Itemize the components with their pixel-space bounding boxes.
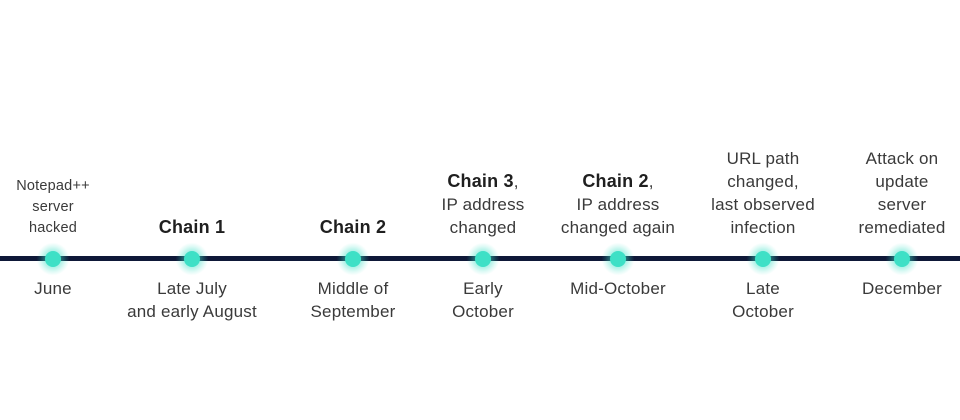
- event-date: Middle of September: [243, 277, 463, 323]
- event-title: Notepad++ server hacked: [0, 176, 163, 239]
- event-title-line: Notepad++: [16, 178, 90, 194]
- timeline-event-chain-1: Chain 1 Late July and early August: [82, 0, 302, 420]
- event-title: Chain 3, IP address changed: [373, 170, 593, 239]
- timeline-event-chain-2: Chain 2 Middle of September: [243, 0, 463, 420]
- event-title-line: changed again: [560, 218, 676, 237]
- event-title-line: server: [32, 199, 74, 215]
- event-date: Mid-October: [508, 277, 728, 300]
- event-date-line: Middle of: [317, 279, 389, 298]
- event-date-line: Early: [463, 279, 503, 298]
- event-title: Chain 2, IP address changed again: [508, 170, 728, 239]
- marker-dot: [45, 250, 61, 267]
- event-title-line: update: [875, 172, 929, 191]
- event-date: Late July and early August: [82, 277, 302, 323]
- event-title-line: Chain 2: [243, 216, 463, 239]
- event-date-line: Mid-October: [570, 279, 666, 298]
- event-date-line: Late: [746, 279, 780, 298]
- event-title-line: changed,: [727, 172, 799, 191]
- event-date-line: Late July: [157, 279, 227, 298]
- event-title-line: IP address: [576, 195, 660, 214]
- event-title-line: server: [877, 195, 927, 214]
- event-title-line: Attack on: [865, 149, 939, 168]
- event-title-line: hacked: [29, 220, 77, 236]
- event-date-line: December: [861, 279, 943, 298]
- event-title: Chain 1: [82, 216, 302, 239]
- event-date-line: June: [34, 279, 72, 298]
- event-date: June: [0, 277, 163, 300]
- event-title-line: last observed: [711, 195, 815, 214]
- event-title-line: remediated: [858, 218, 946, 237]
- chain-name-label: Chain 2: [582, 171, 649, 191]
- marker-dot: [475, 250, 491, 267]
- event-title-line: infection: [730, 218, 796, 237]
- marker-dot: [755, 250, 771, 267]
- marker-dot: [345, 250, 361, 267]
- chain-name-label: Chain 2: [319, 217, 387, 237]
- event-title-line: URL path: [726, 149, 800, 168]
- chain-name-label: Chain 1: [158, 217, 226, 237]
- chain-name-suffix: ,: [513, 172, 519, 191]
- event-date-line: September: [310, 302, 396, 321]
- event-title-line: Chain 3,: [373, 170, 593, 193]
- chain-name-suffix: ,: [648, 172, 654, 191]
- event-title-line: Chain 1: [82, 216, 302, 239]
- marker-dot: [894, 250, 910, 267]
- event-date-line: October: [732, 302, 794, 321]
- event-title-line: Chain 2,: [508, 170, 728, 193]
- event-title-line: changed: [449, 218, 517, 237]
- chain-name-label: Chain 3: [447, 171, 514, 191]
- event-title-line: IP address: [441, 195, 525, 214]
- marker-dot: [184, 250, 200, 267]
- event-date: December: [792, 277, 960, 300]
- event-date-line: and early August: [127, 302, 257, 321]
- event-title: Attack on update server remediated: [792, 147, 960, 239]
- marker-dot: [610, 250, 626, 267]
- event-title: Chain 2: [243, 216, 463, 239]
- event-title: URL path changed, last observed infection: [653, 147, 873, 239]
- event-date-line: October: [452, 302, 514, 321]
